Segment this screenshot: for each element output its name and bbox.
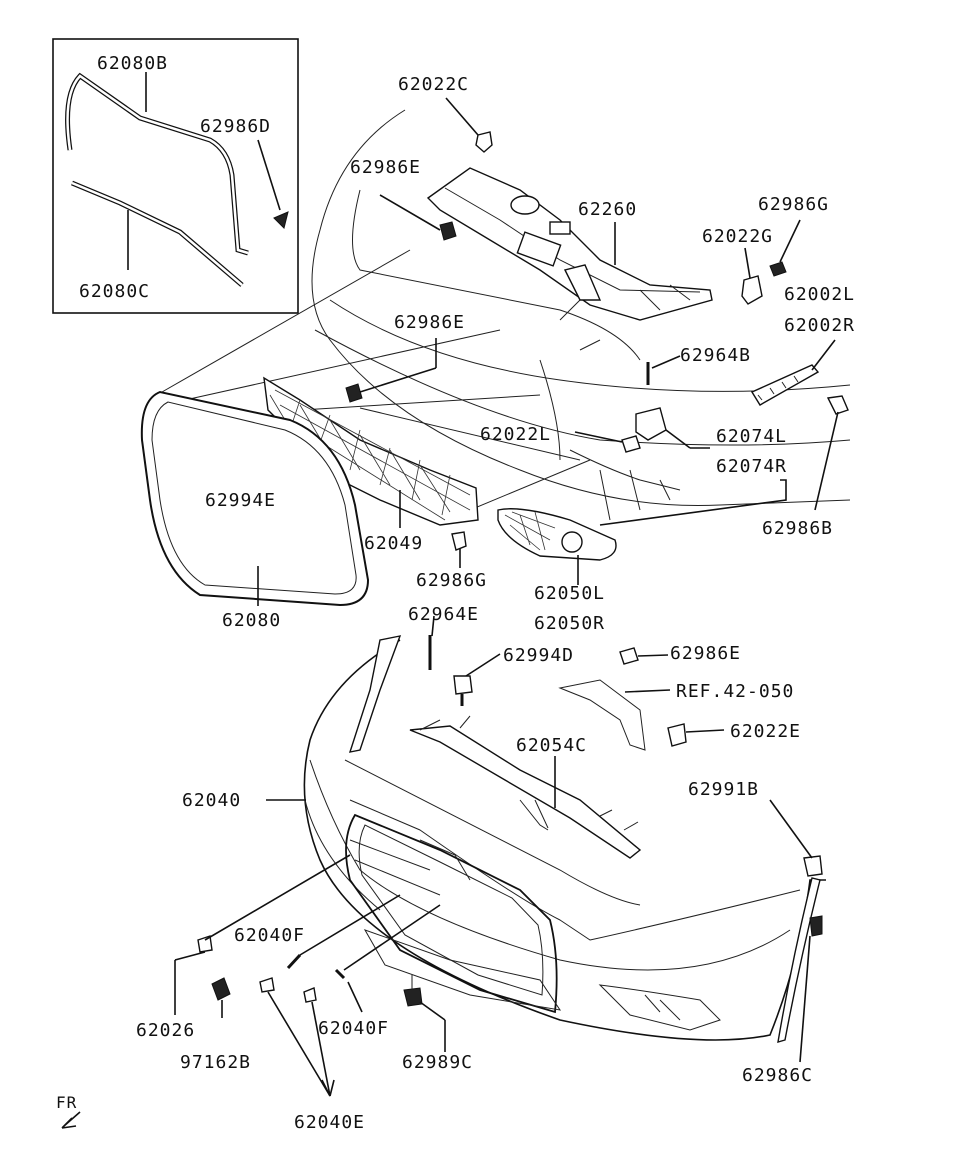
clip-62986E-1 <box>439 221 457 241</box>
side-molding-right <box>777 877 821 1043</box>
label-62074R: 62074R <box>716 456 787 477</box>
label-62002R: 62002R <box>784 315 855 336</box>
label-62054C: 62054C <box>516 735 587 756</box>
label-62991B: 62991B <box>688 779 759 800</box>
label-62022C: 62022C <box>398 74 469 95</box>
label-62986G-2: 62986G <box>416 570 487 591</box>
clip-62040E-b <box>303 987 317 1003</box>
clip-62022G <box>741 275 763 305</box>
label-62080: 62080 <box>222 610 281 631</box>
clip-62986G-1 <box>769 261 787 277</box>
label-62989C: 62989C <box>402 1052 473 1073</box>
label-62074L: 62074L <box>716 426 787 447</box>
label-62986C: 62986C <box>742 1065 813 1086</box>
label-62022E: 62022E <box>730 721 801 742</box>
clip-62022C <box>475 131 493 153</box>
label-62986E-3: 62986E <box>670 643 741 664</box>
inset-frame <box>52 38 299 314</box>
bracket-62260 <box>426 167 713 321</box>
nut-97162B <box>211 977 231 1001</box>
clip-62986E-2 <box>345 383 363 403</box>
label-62050L: 62050L <box>534 583 605 604</box>
label-62986B: 62986B <box>762 518 833 539</box>
clip-62986D <box>273 211 289 229</box>
label-62994D: 62994D <box>503 645 574 666</box>
clip-62986C <box>809 915 823 937</box>
clip-62986G-2 <box>451 531 467 551</box>
label-62049: 62049 <box>364 533 423 554</box>
label-62994E: 62994E <box>205 490 276 511</box>
label-62040E: 62040E <box>294 1112 365 1133</box>
bumper-62040 <box>303 639 826 1041</box>
grille-frame-62080 <box>140 390 370 607</box>
clip-62040E-a <box>259 977 275 993</box>
grille-molding-upper <box>65 72 249 256</box>
fog-cover-62050 <box>497 508 617 561</box>
ref-bracket-42-050 <box>558 679 646 751</box>
label-62022G: 62022G <box>702 226 773 247</box>
part-62026 <box>197 935 213 953</box>
body-outline-upper <box>311 109 851 507</box>
label-62964B: 62964B <box>680 345 751 366</box>
label-62964E: 62964E <box>408 604 479 625</box>
label-62022L: 62022L <box>480 424 551 445</box>
label-62050R: 62050R <box>534 613 605 634</box>
label-62040: 62040 <box>182 790 241 811</box>
label-62986D: 62986D <box>200 116 271 137</box>
label-62040F-1: 62040F <box>234 925 305 946</box>
label-62986G-1: 62986G <box>758 194 829 215</box>
label-62040F-2: 62040F <box>318 1018 389 1039</box>
bracket-62002 <box>750 364 820 406</box>
clip-62989C <box>403 987 423 1007</box>
label-62986E-1: 62986E <box>350 157 421 178</box>
side-molding-left <box>348 635 402 753</box>
label-62080C: 62080C <box>79 281 150 302</box>
clip-62991B <box>803 855 823 877</box>
bracket-62074 <box>635 407 667 441</box>
clip-62986B <box>826 395 849 415</box>
label-62080B: 62080B <box>97 53 168 74</box>
label-62002L: 62002L <box>784 284 855 305</box>
label-97162B: 97162B <box>180 1052 251 1073</box>
label-62026: 62026 <box>136 1020 195 1041</box>
label-ref-42-050: REF.42-050 <box>676 681 794 702</box>
label-fr: FR <box>56 1093 77 1112</box>
label-62260: 62260 <box>578 199 637 220</box>
clip-62022L <box>621 435 641 453</box>
bolt-62994D <box>453 675 473 695</box>
clip-62022E <box>667 723 687 747</box>
clip-62986E-3 <box>619 647 639 665</box>
bumper-grille-opening <box>345 813 558 1014</box>
reinforcement-62054C <box>409 725 642 859</box>
front-arrow-icon <box>61 1111 81 1129</box>
label-62986E-2: 62986E <box>394 312 465 333</box>
grille-molding-lower <box>71 180 244 287</box>
